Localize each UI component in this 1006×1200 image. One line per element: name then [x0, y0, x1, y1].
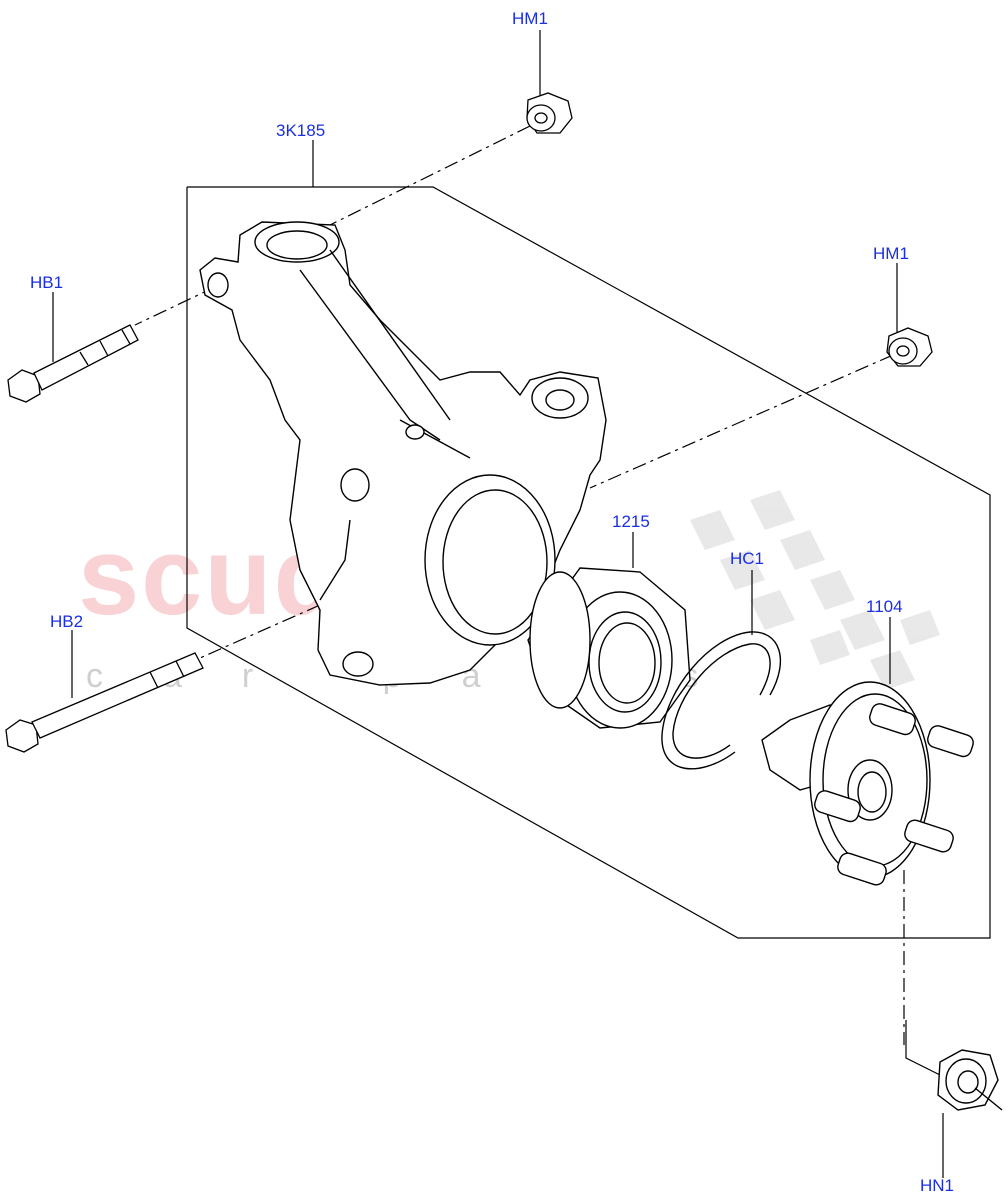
assembly-bracket: [186, 186, 991, 939]
hub-nut: [937, 1049, 1003, 1111]
callout-hb2[interactable]: HB2: [50, 612, 84, 631]
centre-lines: [134, 125, 905, 1045]
callout-1215[interactable]: 1215: [612, 512, 650, 531]
checkered-flag-watermark: [690, 490, 940, 690]
callout-hn1[interactable]: HN1: [920, 1176, 955, 1195]
bolt-hb2: [5, 652, 204, 753]
leader-hn1: [905, 1020, 941, 1076]
wheel-hub: [761, 681, 974, 886]
callout-hm1-right[interactable]: HM1: [873, 244, 909, 263]
wheel-bearing: [527, 567, 691, 729]
circlip: [661, 631, 782, 770]
callout-hm1-top[interactable]: HM1: [512, 9, 548, 28]
bolt-hb1: [7, 324, 139, 403]
callout-3k185[interactable]: 3K185: [276, 121, 326, 140]
callout-1104[interactable]: 1104: [866, 597, 903, 616]
linework: [52, 30, 991, 1178]
callout-hc1[interactable]: HC1: [730, 549, 765, 568]
flange-nut-right: [886, 327, 933, 367]
flange-nut-top: [526, 92, 573, 134]
callout-hb1[interactable]: HB1: [30, 273, 64, 292]
steering-knuckle: [199, 221, 607, 686]
